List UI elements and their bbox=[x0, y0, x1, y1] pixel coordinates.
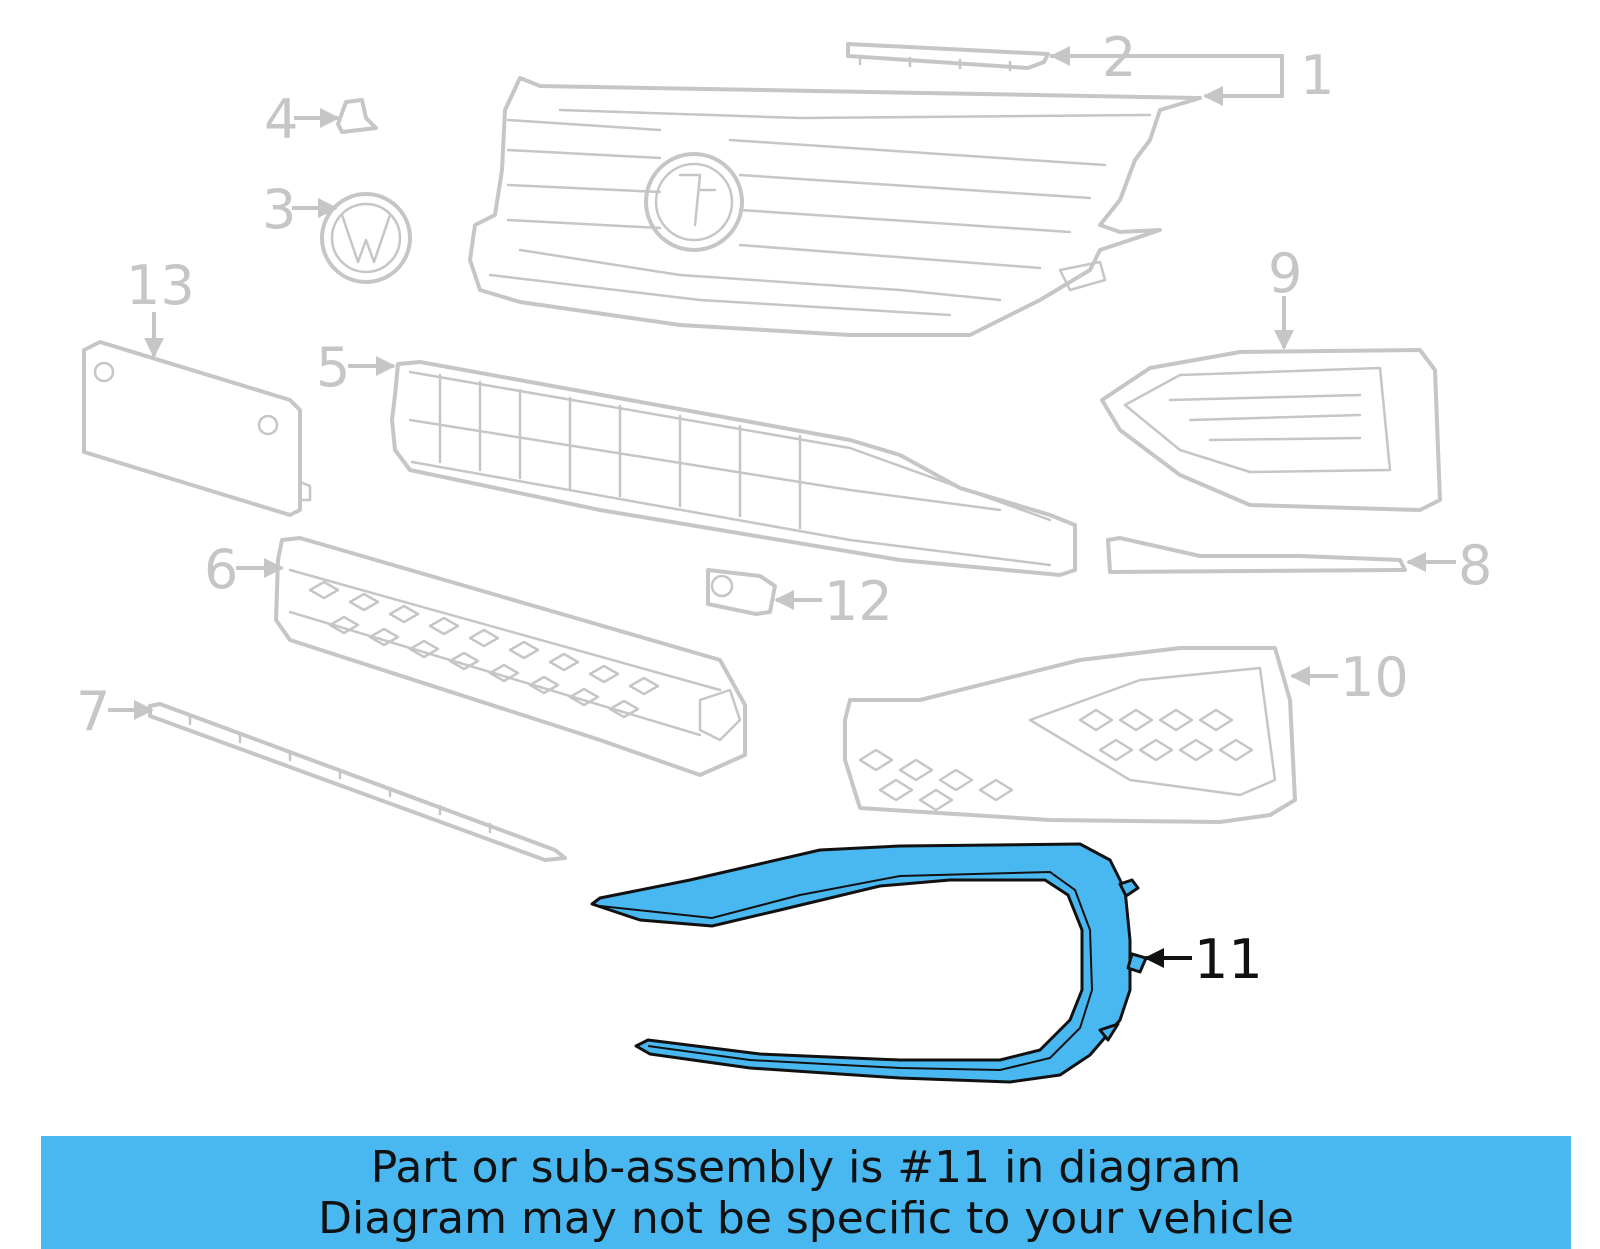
part-4-clip bbox=[336, 98, 378, 134]
callout-7: 7 bbox=[76, 680, 154, 743]
part-7-strip bbox=[148, 702, 567, 862]
callout-2: 2 bbox=[1050, 26, 1136, 89]
callout-3: 3 bbox=[262, 178, 338, 241]
callout-7-label: 7 bbox=[76, 680, 110, 743]
callout-13-label: 13 bbox=[126, 254, 195, 317]
part-1-upper-grille bbox=[468, 76, 1202, 337]
callout-6-label: 6 bbox=[204, 538, 238, 601]
callout-1: 1 bbox=[1050, 44, 1334, 107]
part-3-emblem bbox=[320, 192, 412, 284]
callout-3-label: 3 bbox=[262, 178, 296, 241]
part-8-strip bbox=[1106, 536, 1407, 574]
part-5-lower-grille bbox=[390, 360, 1077, 577]
callout-8: 8 bbox=[1406, 534, 1492, 597]
part-12-sensor-holder bbox=[706, 568, 777, 616]
part-13-license-bracket bbox=[82, 340, 312, 517]
banner-line-1: Part or sub-assembly is #11 in diagram bbox=[370, 1142, 1242, 1193]
callout-11: 11 bbox=[1144, 928, 1263, 991]
part-2-molding bbox=[846, 42, 1050, 72]
callout-10-label: 10 bbox=[1340, 646, 1409, 709]
callout-12: 12 bbox=[774, 570, 893, 633]
part-10-grille-insert bbox=[843, 646, 1297, 824]
callout-5-label: 5 bbox=[316, 336, 350, 399]
part-6-honeycomb-grille bbox=[274, 536, 747, 777]
banner-line-2: Diagram may not be specific to your vehi… bbox=[318, 1193, 1294, 1244]
part-11-trim-highlighted bbox=[590, 842, 1148, 1084]
callout-9-label: 9 bbox=[1268, 242, 1302, 305]
callout-2-label: 2 bbox=[1102, 26, 1136, 89]
callout-11-label: 11 bbox=[1194, 928, 1263, 991]
callout-12-label: 12 bbox=[824, 570, 893, 633]
callout-5: 5 bbox=[316, 336, 396, 399]
callout-9: 9 bbox=[1268, 242, 1302, 350]
callout-4-label: 4 bbox=[264, 88, 298, 151]
part-9-fog-cover bbox=[1100, 348, 1442, 512]
callout-1-label: 1 bbox=[1300, 44, 1334, 107]
callout-13: 13 bbox=[126, 254, 195, 358]
info-banner: Part or sub-assembly is #11 in diagram D… bbox=[41, 1136, 1571, 1249]
callout-10: 10 bbox=[1290, 646, 1409, 709]
callout-8-label: 8 bbox=[1458, 534, 1492, 597]
callout-6: 6 bbox=[204, 538, 284, 601]
callout-4: 4 bbox=[264, 88, 340, 151]
